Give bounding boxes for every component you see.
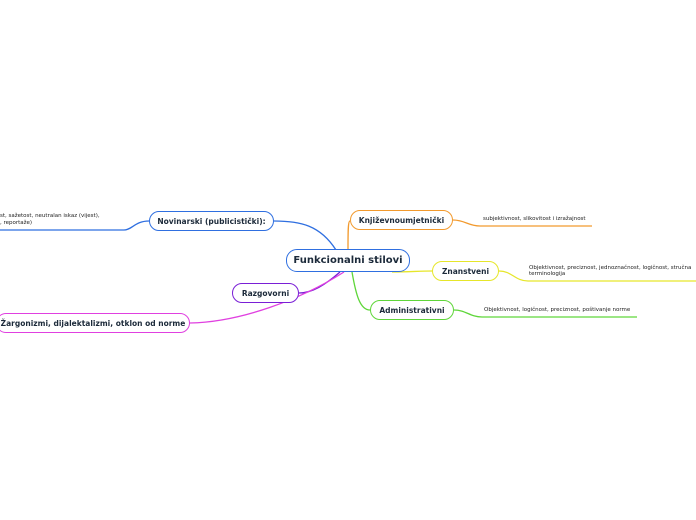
branch-razgovorni[interactable]: Razgovorni — [232, 283, 299, 303]
connector-knjizevno — [347, 220, 351, 250]
leaf-knjizevno: subjektivnost, slikovitost i izražajnost — [483, 216, 586, 222]
connector-zargonizmi — [189, 271, 345, 324]
leaf-administrativni: Objektivnost, logičnost, preciznost, poš… — [484, 307, 631, 313]
connector-administrativni — [351, 271, 371, 311]
branch-znanstveni[interactable]: Znanstveni — [432, 261, 499, 281]
connector-novinarski — [273, 220, 337, 251]
branch-novinarski[interactable]: Novinarski (publicistički): — [149, 211, 274, 231]
leaf-novinarski-line2: , reportaže) — [0, 220, 33, 226]
leaf-novinarski-line1: st, sažetost, neutralan iskaz (vijest), — [0, 213, 100, 219]
branch-administrativni[interactable]: Administrativni — [370, 300, 454, 320]
branch-zargonizmi[interactable]: Žargonizmi, dijalektalizmi, otklon od no… — [0, 313, 190, 333]
connector-razgovorni — [298, 271, 341, 294]
branch-knjizevnoumjetnicki[interactable]: Književnoumjetnički — [350, 210, 453, 230]
leaf-znanstveni-line1: Objektivnost, preciznost, jednoznačnost,… — [529, 265, 692, 271]
central-topic[interactable]: Funkcionalni stilovi — [286, 249, 410, 272]
leaf-znanstveni-line2: terminologija — [529, 271, 566, 277]
connector-administrativni-leaf — [453, 309, 637, 318]
connector-novinarski-leaf — [0, 220, 150, 231]
connector-knjizevno-leaf — [452, 219, 592, 227]
connector-znanstveni-leaf — [498, 270, 696, 282]
